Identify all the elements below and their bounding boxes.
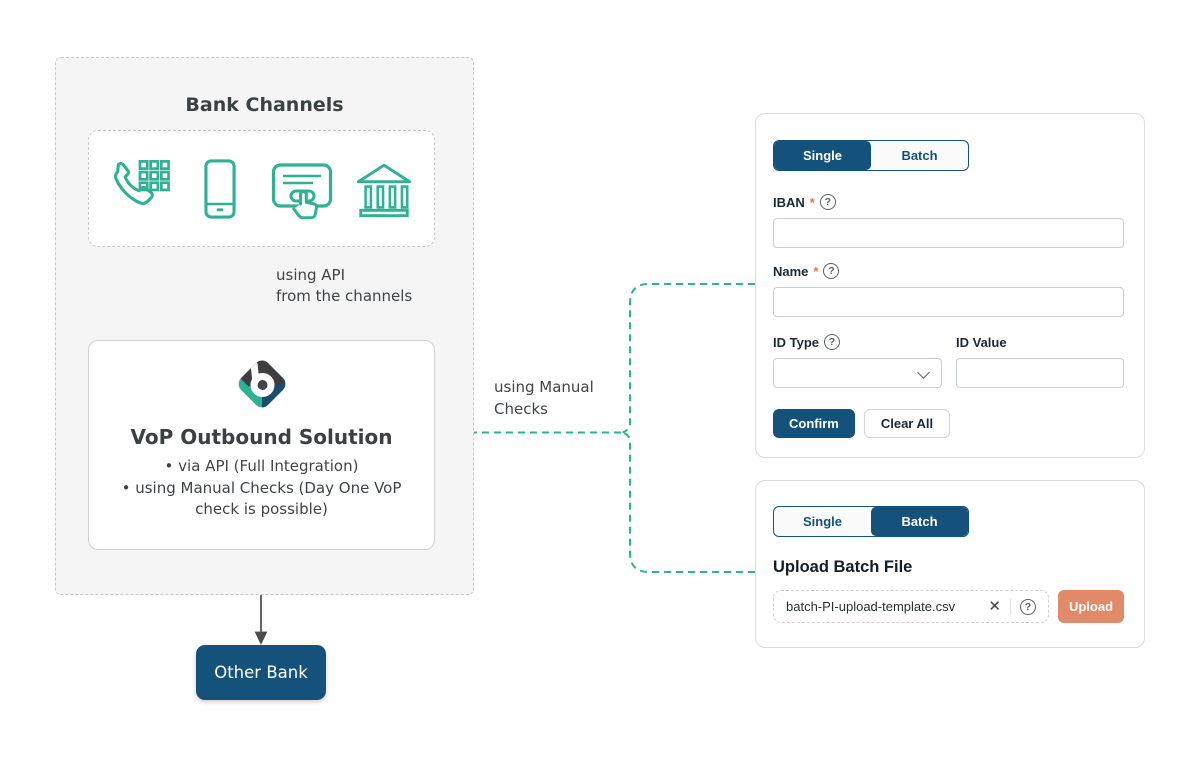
other-bank-label: Other Bank — [214, 663, 308, 682]
vop-bullet-list: via API (Full Integration) using Manual … — [101, 456, 423, 521]
vop-title: VoP Outbound Solution — [130, 425, 393, 449]
batch-panel-tab-group: Single Batch — [773, 506, 969, 537]
using-api-line1: using API — [276, 266, 346, 284]
tab-single[interactable]: Single — [802, 514, 842, 529]
confirm-button[interactable]: Confirm — [773, 409, 855, 438]
manual-checks-line1: using Manual — [494, 378, 594, 396]
phone-keypad-icon — [114, 159, 170, 205]
divider — [1010, 598, 1011, 615]
tab-batch[interactable]: Batch — [871, 507, 968, 536]
required-marker: * — [809, 194, 815, 210]
id-row: ID Type ? ID Value — [773, 333, 1124, 388]
form-actions: Confirm Clear All — [773, 409, 1124, 438]
manual-checks-line2: Checks — [494, 400, 548, 418]
iban-label-row: IBAN * ? — [773, 193, 1124, 211]
bank-channels-icons — [88, 130, 435, 247]
bank-channels-title: Bank Channels — [185, 94, 344, 116]
remove-file-icon[interactable]: ✕ — [988, 598, 1001, 615]
vop-bullet: via API (Full Integration) — [101, 456, 423, 478]
card-click-icon — [271, 162, 333, 219]
using-api-line2: from the channels — [276, 287, 413, 305]
required-marker: * — [813, 263, 819, 279]
other-bank-node[interactable]: Other Bank — [196, 645, 326, 700]
file-upload-row: batch-PI-upload-template.csv ✕ ? Upload — [773, 590, 1124, 623]
name-label: Name — [773, 263, 809, 279]
chevron-down-icon — [917, 366, 930, 379]
file-name: batch-PI-upload-template.csv — [786, 599, 956, 614]
using-api-label: using API from the channels — [276, 265, 412, 307]
id-value-label: ID Value — [956, 334, 1007, 350]
clear-all-button[interactable]: Clear All — [863, 409, 951, 438]
id-type-select[interactable] — [773, 358, 942, 388]
using-manual-checks-label: using Manual Checks — [494, 376, 594, 420]
iban-label: IBAN — [773, 194, 805, 210]
batch-upload-panel: Single Batch Upload Batch File batch-PI-… — [755, 480, 1145, 648]
single-panel-tab-group: Single Batch — [773, 140, 969, 171]
vop-solution-box: VoP Outbound Solution via API (Full Inte… — [88, 340, 435, 550]
id-value-label-row: ID Value — [956, 333, 1124, 351]
id-value-input[interactable] — [956, 358, 1124, 388]
tab-single[interactable]: Single — [774, 141, 871, 170]
vop-bullet: using Manual Checks (Day One VoP check i… — [101, 478, 423, 521]
help-icon[interactable]: ? — [824, 334, 840, 350]
tab-batch[interactable]: Batch — [901, 148, 938, 163]
help-icon[interactable]: ? — [819, 194, 836, 210]
help-icon[interactable]: ? — [1020, 598, 1036, 615]
mobile-phone-icon — [204, 158, 236, 219]
file-dropzone[interactable]: batch-PI-upload-template.csv ✕ ? — [773, 590, 1049, 623]
bank-building-icon — [356, 163, 412, 217]
name-label-row: Name * ? — [773, 262, 1124, 280]
upload-button[interactable]: Upload — [1058, 590, 1124, 623]
name-input[interactable] — [773, 287, 1124, 317]
single-check-panel: Single Batch IBAN * ? Name * ? ID Type ? — [755, 113, 1145, 458]
brand-diamond-b-logo — [234, 357, 289, 411]
id-type-label-row: ID Type ? — [773, 333, 942, 351]
iban-input[interactable] — [773, 218, 1124, 248]
manual-checks-connector — [445, 283, 755, 573]
id-type-label: ID Type — [773, 334, 819, 350]
upload-batch-heading: Upload Batch File — [773, 558, 913, 576]
help-icon[interactable]: ? — [823, 263, 840, 279]
